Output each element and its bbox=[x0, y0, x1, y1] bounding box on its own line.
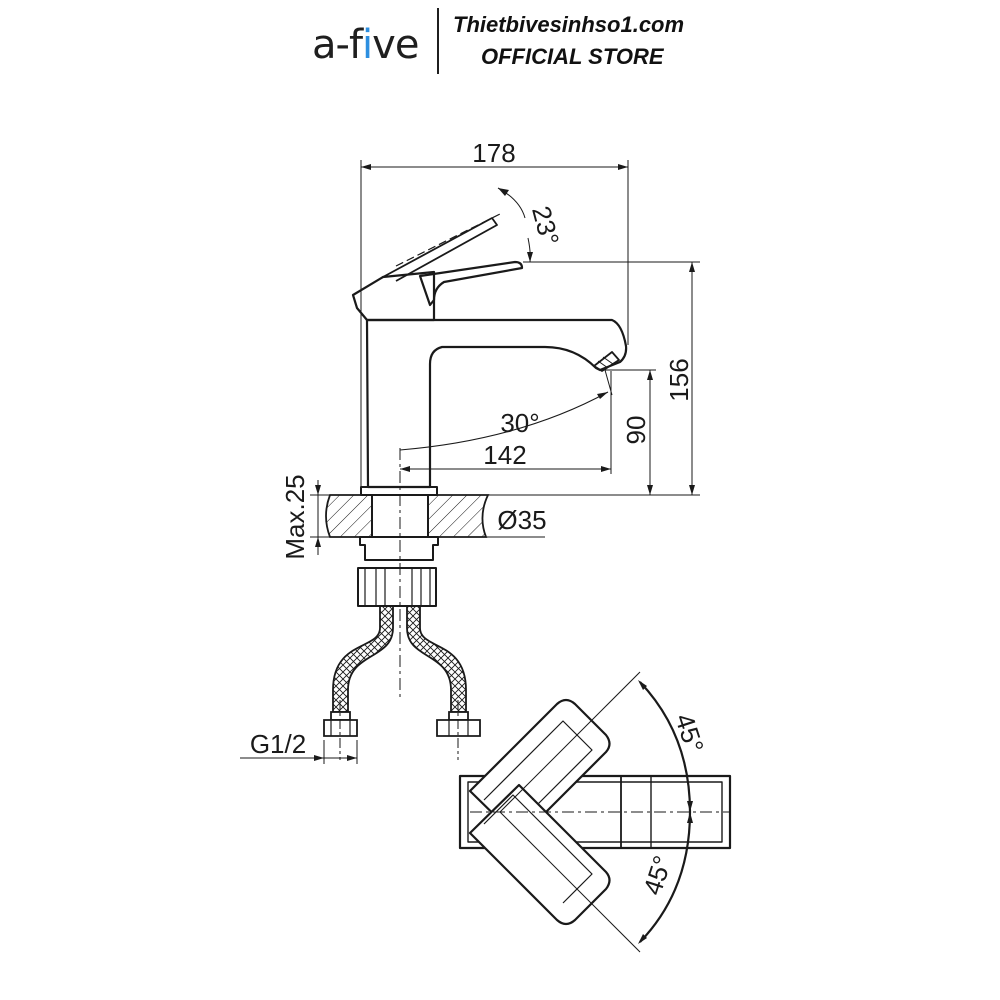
rotation-arc-top bbox=[639, 681, 692, 813]
hose-right bbox=[406, 605, 467, 713]
logo-text-prefix: a-f bbox=[312, 22, 363, 68]
dim-label-90: 90 bbox=[621, 416, 651, 445]
dim-label-diameter35: Ø35 bbox=[497, 505, 546, 535]
hose-left bbox=[332, 605, 394, 713]
aerator bbox=[593, 351, 620, 372]
header: a-five Thietbivesinhso1.com OFFICIAL STO… bbox=[0, 0, 1000, 90]
dim-label-156: 156 bbox=[664, 358, 694, 401]
handle-lever-rotated bbox=[382, 217, 498, 282]
top-view-handle-right-rotation bbox=[468, 783, 611, 926]
dim-label-g12: G1/2 bbox=[250, 729, 306, 759]
counter-right bbox=[427, 494, 490, 538]
flexible-hoses bbox=[323, 605, 481, 760]
dim-label-23deg: 23° bbox=[526, 203, 565, 249]
brand-logo: a-five bbox=[312, 20, 419, 70]
mounting-nut bbox=[359, 536, 439, 561]
counter-left bbox=[325, 494, 373, 538]
dim-label-max25: Max.25 bbox=[280, 474, 310, 559]
base-ring bbox=[360, 486, 438, 496]
rotation-arc-bottom bbox=[639, 811, 692, 943]
dim-label-30deg: 30° bbox=[500, 408, 539, 438]
threaded-sleeve bbox=[357, 567, 437, 607]
handle-lever bbox=[418, 260, 524, 307]
rotation-arrows bbox=[638, 680, 693, 944]
dim-label-45deg-top: 45° bbox=[669, 710, 710, 757]
counter-section bbox=[325, 494, 490, 538]
logo-text-suffix: ve bbox=[372, 22, 419, 68]
store-url: Thietbivesinhso1.com bbox=[453, 12, 685, 37]
faucet-top-view bbox=[458, 671, 732, 953]
dim-label-178: 178 bbox=[472, 138, 515, 168]
dimension-arrows bbox=[314, 164, 695, 761]
dim-label-142: 142 bbox=[483, 440, 526, 470]
dimension-lines bbox=[240, 160, 700, 764]
header-divider bbox=[437, 8, 439, 74]
dim-label-45deg-bottom: 45° bbox=[637, 852, 678, 899]
logo-text-accent: i bbox=[362, 22, 373, 68]
store-label: OFFICIAL STORE bbox=[481, 44, 664, 69]
